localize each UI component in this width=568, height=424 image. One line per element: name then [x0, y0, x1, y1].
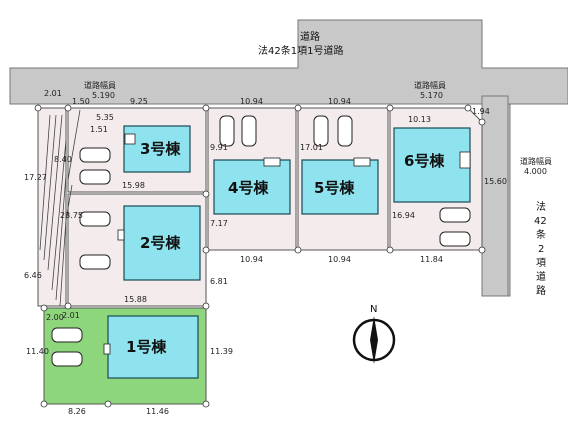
buildings: 3号棟 2号棟 1号棟 4号棟 5号棟 6号棟 — [107, 125, 471, 379]
road-width-label: 道路幅員 — [84, 80, 116, 90]
driveway-hatch — [39, 109, 81, 307]
car-icon — [79, 211, 111, 227]
car-icon — [241, 115, 257, 147]
building-5 — [301, 159, 379, 215]
svg-text:10.94: 10.94 — [328, 97, 351, 106]
car-icon — [79, 147, 111, 163]
building-4-label: 4号棟 — [228, 179, 269, 197]
building-3-label: 3号棟 — [140, 140, 181, 158]
road-width-value: 4.000 — [524, 167, 547, 176]
svg-text:5.35: 5.35 — [96, 113, 114, 122]
car-icon — [79, 169, 111, 185]
entrance-2 — [117, 229, 125, 241]
entrance-3 — [124, 133, 136, 145]
svg-text:法: 法 — [536, 200, 546, 213]
svg-text:8.40: 8.40 — [54, 155, 72, 164]
svg-text:7.17: 7.17 — [210, 219, 228, 228]
svg-text:15.98: 15.98 — [122, 181, 145, 190]
car-icon — [313, 115, 329, 147]
building-2-label: 2号棟 — [140, 234, 181, 252]
entrance-symbols — [103, 133, 471, 355]
car-icon — [219, 115, 235, 147]
svg-text:42: 42 — [534, 216, 547, 227]
building-2 — [123, 205, 201, 281]
cars — [51, 115, 471, 367]
svg-text:9.91: 9.91 — [210, 143, 228, 152]
entrance-1 — [103, 343, 111, 355]
svg-text:1.94: 1.94 — [472, 107, 490, 116]
shared-driveway — [37, 107, 67, 307]
svg-text:条: 条 — [536, 228, 546, 241]
north-road-classification: 法42条1項1号道路 — [258, 44, 343, 57]
car-icon — [439, 207, 471, 223]
svg-text:1.50: 1.50 — [72, 97, 90, 106]
road-width-value: 5.190 — [92, 91, 115, 100]
entrance-4 — [263, 157, 281, 167]
svg-text:15.60: 15.60 — [484, 177, 507, 186]
road-width-label: 道路幅員 — [414, 80, 446, 90]
svg-text:2: 2 — [538, 244, 544, 255]
svg-text:10.94: 10.94 — [240, 97, 263, 106]
car-icon — [51, 327, 83, 343]
building-1-label: 1号棟 — [126, 338, 167, 356]
svg-text:2.01: 2.01 — [44, 89, 62, 98]
svg-text:10.94: 10.94 — [240, 255, 263, 264]
car-icon — [439, 231, 471, 247]
svg-text:23.75: 23.75 — [60, 211, 83, 220]
svg-text:17.27: 17.27 — [24, 173, 47, 182]
roads — [9, 19, 568, 297]
svg-text:11.40: 11.40 — [26, 347, 49, 356]
svg-text:N: N — [370, 304, 377, 315]
svg-text:項: 項 — [536, 257, 546, 269]
road-width-label: 道路幅員 — [520, 156, 552, 166]
boundary-markers — [34, 104, 486, 408]
entrance-5 — [353, 157, 371, 167]
building-6-label: 6号棟 — [404, 152, 445, 170]
svg-text:2.01: 2.01 — [62, 311, 80, 320]
road-width-value: 5.170 — [420, 91, 443, 100]
building-6 — [393, 127, 471, 203]
svg-text:2.00: 2.00 — [46, 313, 64, 322]
east-road-classification: 法 42 条 2 項 道 路 — [534, 200, 547, 297]
svg-text:9.25: 9.25 — [130, 97, 148, 106]
svg-text:11.46: 11.46 — [146, 407, 169, 416]
svg-text:11.39: 11.39 — [210, 347, 233, 356]
car-icon — [337, 115, 353, 147]
building-4 — [213, 159, 291, 215]
svg-text:路: 路 — [536, 284, 546, 297]
svg-text:10.13: 10.13 — [408, 115, 431, 124]
north-road-title: 道路 — [300, 30, 320, 43]
north-arrow-icon: N — [352, 304, 396, 364]
dimensions: 2.01 1.50 9.25 10.94 10.94 10.13 1.94 5.… — [24, 89, 507, 416]
car-icon — [79, 254, 111, 270]
entrance-6 — [459, 151, 471, 169]
svg-text:6.81: 6.81 — [210, 277, 228, 286]
svg-text:10.94: 10.94 — [328, 255, 351, 264]
building-5-label: 5号棟 — [314, 179, 355, 197]
svg-text:道: 道 — [536, 270, 546, 283]
svg-text:15.88: 15.88 — [124, 295, 147, 304]
car-icon — [51, 351, 83, 367]
svg-text:16.94: 16.94 — [392, 211, 415, 220]
building-1 — [107, 315, 199, 379]
svg-text:17.01: 17.01 — [300, 143, 323, 152]
svg-text:1.51: 1.51 — [90, 125, 108, 134]
svg-text:6.46: 6.46 — [24, 271, 42, 280]
svg-text:8.26: 8.26 — [68, 407, 86, 416]
east-road — [481, 95, 509, 297]
svg-text:11.84: 11.84 — [420, 255, 443, 264]
